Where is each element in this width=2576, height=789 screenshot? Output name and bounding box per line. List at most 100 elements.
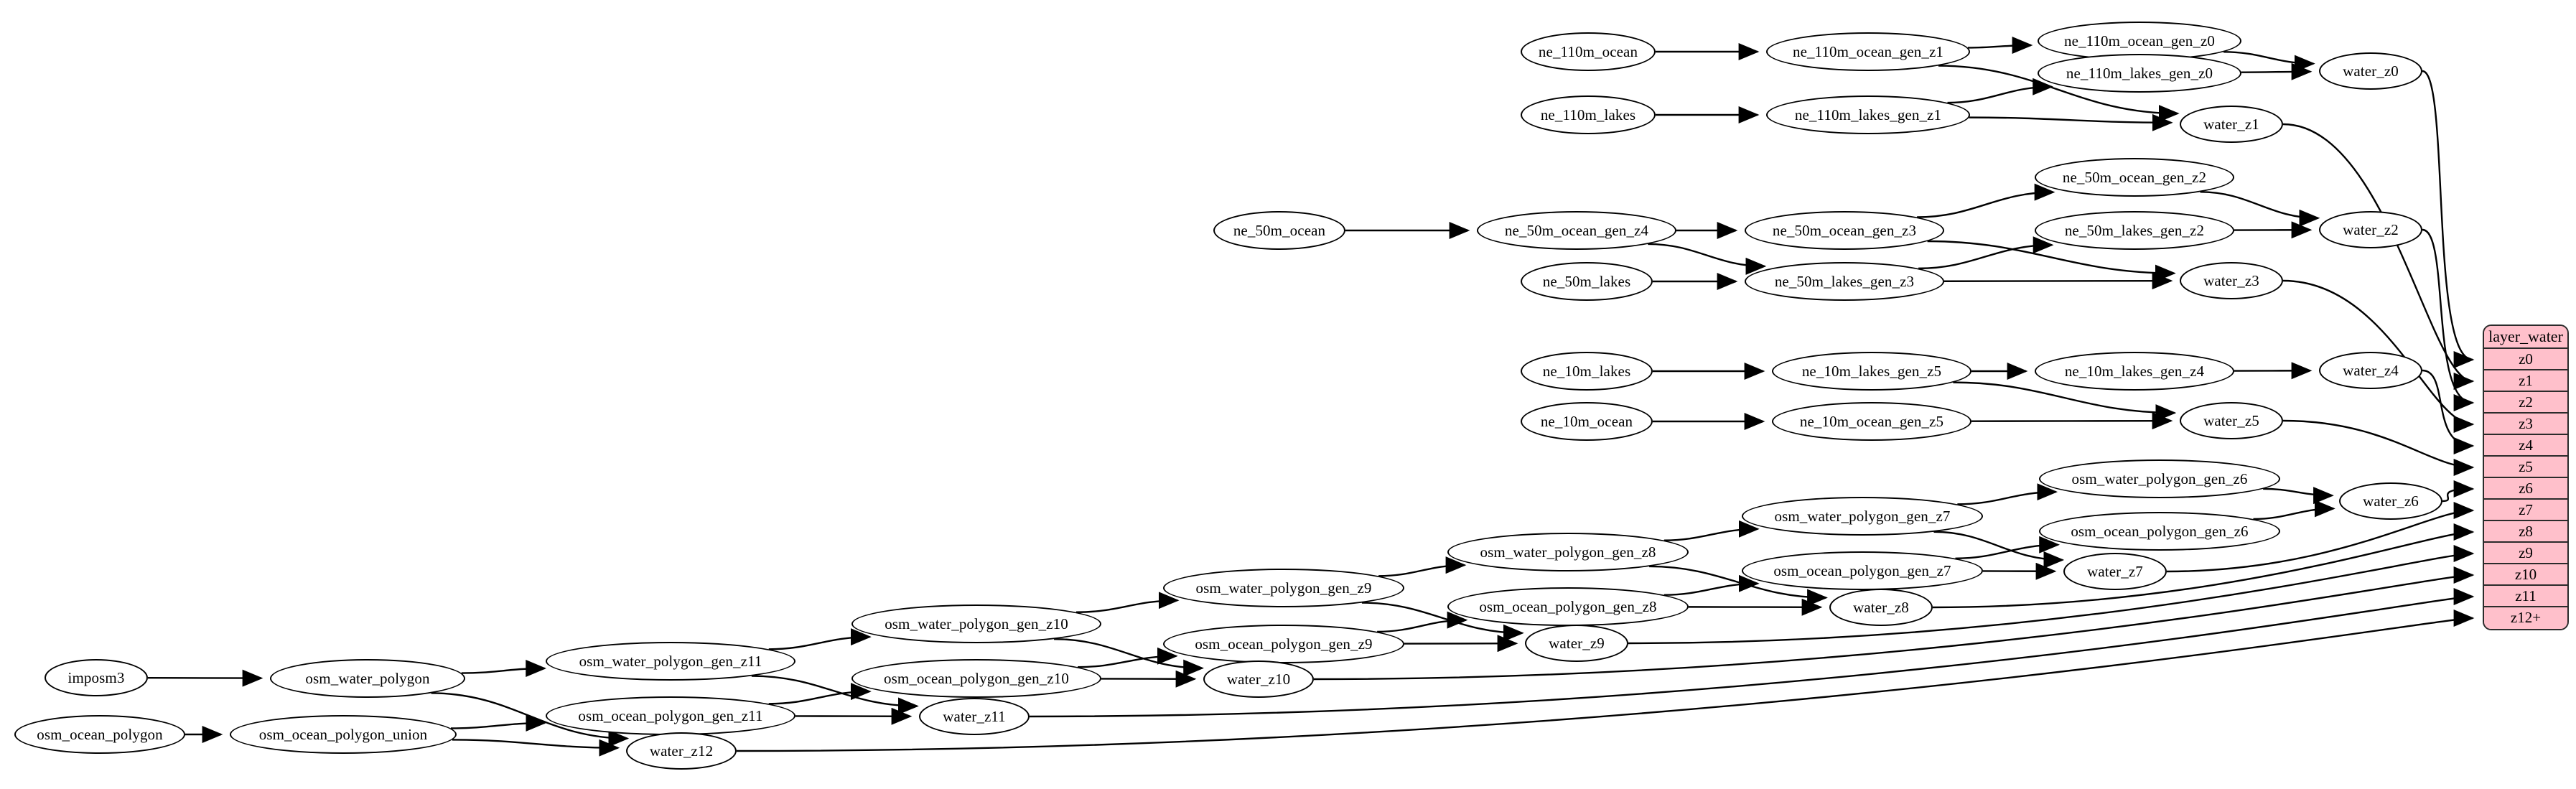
- graph-node-water_z4[interactable]: water_z4: [2319, 352, 2422, 389]
- graph-node-osm_ocean_polygon_gen_z6[interactable]: osm_ocean_polygon_gen_z6: [2039, 512, 2280, 551]
- graph-node-water_z6[interactable]: water_z6: [2339, 482, 2442, 520]
- graph-node-osm_water_polygon_gen_z11[interactable]: osm_water_polygon_gen_z11: [546, 642, 795, 681]
- graph-node-label: ne_110m_ocean: [1538, 42, 1638, 60]
- graph-node-water_z11[interactable]: water_z11: [919, 698, 1030, 735]
- graph-node-label: osm_water_polygon_gen_z10: [885, 615, 1068, 632]
- edge-osm_water_polygon_gen_z7-to-osm_water_polygon_gen_z6: [1957, 483, 2058, 505]
- graph-node-label: ne_10m_ocean_gen_z5: [1799, 412, 1944, 430]
- edge-ne_110m_lakes_gen_z1-to-water_z1: [1969, 113, 2173, 131]
- edge-water_z6-to-layer_water.z6: [2442, 480, 2475, 503]
- edge-osm_water_polygon_gen_z6-to-water_z6: [2263, 487, 2334, 505]
- graph-node-osm_ocean_polygon[interactable]: osm_ocean_polygon: [14, 715, 185, 754]
- edge-osm_ocean_polygon_gen_z8-to-osm_ocean_polygon_gen_z7: [1663, 574, 1760, 596]
- graph-node-label: ne_50m_ocean_gen_z2: [2062, 168, 2207, 186]
- graph-node-ne_10m_lakes[interactable]: ne_10m_lakes: [1521, 352, 1653, 391]
- graph-node-label: water_z2: [2343, 220, 2399, 238]
- graph-node-label: water_z3: [2203, 271, 2259, 289]
- graph-node-water_z0[interactable]: water_z0: [2319, 52, 2422, 90]
- graph-node-ne_110m_lakes_gen_z1[interactable]: ne_110m_lakes_gen_z1: [1766, 95, 1970, 134]
- graph-node-water_z12[interactable]: water_z12: [626, 732, 737, 770]
- record-row-z7[interactable]: z7: [2484, 500, 2567, 521]
- record-row-z0[interactable]: z0: [2484, 349, 2567, 370]
- graph-node-water_z5[interactable]: water_z5: [2180, 402, 2283, 439]
- record-row-z6[interactable]: z6: [2484, 478, 2567, 500]
- graph-node-label: ne_50m_lakes: [1542, 272, 1631, 290]
- graph-node-ne_50m_ocean_gen_z4[interactable]: ne_50m_ocean_gen_z4: [1477, 211, 1676, 250]
- record-title: layer_water: [2484, 326, 2567, 349]
- record-row-z12+[interactable]: z12+: [2484, 607, 2567, 629]
- graph-node-ne_110m_ocean[interactable]: ne_110m_ocean: [1521, 32, 1656, 71]
- record-row-z4[interactable]: z4: [2484, 435, 2567, 457]
- graph-node-label: osm_ocean_polygon_gen_z7: [1773, 561, 1951, 579]
- graph-node-water_z2[interactable]: water_z2: [2319, 211, 2422, 248]
- graph-node-label: water_z8: [1853, 598, 1909, 616]
- graph-node-osm_ocean_polygon_union[interactable]: osm_ocean_polygon_union: [230, 715, 457, 754]
- graph-node-label: water_z5: [2203, 411, 2259, 429]
- edge-ne_110m_lakes_gen_z1-to-ne_110m_lakes_gen_z0: [1947, 78, 2054, 104]
- record-row-z5[interactable]: z5: [2484, 457, 2567, 478]
- edge-osm_water_polygon_gen_z11-to-osm_water_polygon_gen_z10: [768, 628, 872, 650]
- graph-node-water_z8[interactable]: water_z8: [1829, 589, 1933, 626]
- graph-node-osm_ocean_polygon_gen_z9[interactable]: osm_ocean_polygon_gen_z9: [1163, 625, 1404, 663]
- graph-node-ne_50m_lakes_gen_z3[interactable]: ne_50m_lakes_gen_z3: [1745, 262, 1944, 301]
- graph-node-water_z7[interactable]: water_z7: [2063, 553, 2167, 590]
- graph-node-label: osm_ocean_polygon_gen_z9: [1195, 635, 1373, 653]
- graph-node-ne_110m_lakes[interactable]: ne_110m_lakes: [1521, 95, 1656, 134]
- edge-osm_water_polygon_gen_z10-to-osm_water_polygon_gen_z9: [1076, 592, 1180, 613]
- graph-node-label: water_z0: [2343, 62, 2399, 80]
- record-row-z3[interactable]: z3: [2484, 414, 2567, 435]
- graph-node-ne_10m_ocean_gen_z5[interactable]: ne_10m_ocean_gen_z5: [1772, 402, 1971, 441]
- graph-node-label: osm_ocean_polygon_union: [258, 725, 428, 743]
- record-row-z8[interactable]: z8: [2484, 521, 2567, 543]
- edge-water_z5-to-layer_water.z5: [2282, 419, 2475, 476]
- graph-node-label: ne_110m_lakes_gen_z0: [2066, 64, 2213, 82]
- graph-node-label: ne_10m_lakes_gen_z5: [1801, 362, 1942, 380]
- graph-node-osm_water_polygon_gen_z10[interactable]: osm_water_polygon_gen_z10: [851, 604, 1101, 643]
- edge-osm_ocean_polygon_union-to-water_z12: [452, 739, 620, 757]
- graph-node-ne_50m_ocean[interactable]: ne_50m_ocean: [1213, 211, 1345, 250]
- record-row-z2[interactable]: z2: [2484, 392, 2567, 414]
- graph-node-label: osm_ocean_polygon: [37, 725, 163, 743]
- graph-node-label: osm_water_polygon: [305, 669, 430, 687]
- edge-water_z2-to-layer_water.z2: [2422, 228, 2475, 411]
- graph-node-ne_50m_ocean_gen_z3[interactable]: ne_50m_ocean_gen_z3: [1745, 211, 1944, 250]
- graph-node-water_z3[interactable]: water_z3: [2180, 262, 2283, 299]
- graph-node-label: osm_water_polygon_gen_z7: [1774, 507, 1951, 525]
- graph-node-osm_ocean_polygon_gen_z11[interactable]: osm_ocean_polygon_gen_z11: [546, 696, 795, 735]
- graph-node-osm_water_polygon_gen_z6[interactable]: osm_water_polygon_gen_z6: [2039, 459, 2280, 498]
- graph-node-label: osm_ocean_polygon_gen_z8: [1479, 597, 1657, 615]
- graph-node-ne_10m_lakes_gen_z4[interactable]: ne_10m_lakes_gen_z4: [2035, 352, 2234, 391]
- graph-node-water_z10[interactable]: water_z10: [1203, 660, 1314, 698]
- record-row-z1[interactable]: z1: [2484, 370, 2567, 392]
- record-row-z10[interactable]: z10: [2484, 564, 2567, 586]
- graph-node-osm_water_polygon_gen_z9[interactable]: osm_water_polygon_gen_z9: [1163, 569, 1404, 607]
- graph-node-osm_water_polygon_gen_z7[interactable]: osm_water_polygon_gen_z7: [1742, 497, 1983, 536]
- graph-node-osm_ocean_polygon_gen_z10[interactable]: osm_ocean_polygon_gen_z10: [851, 659, 1101, 698]
- graph-node-label: ne_50m_ocean_gen_z4: [1504, 221, 1649, 239]
- record-row-z11[interactable]: z11: [2484, 586, 2567, 607]
- edge-water_z0-to-layer_water.z0: [2422, 70, 2475, 368]
- graph-node-osm_ocean_polygon_gen_z8[interactable]: osm_ocean_polygon_gen_z8: [1447, 587, 1689, 626]
- edge-osm_ocean_polygon_gen_z6-to-water_z6: [2253, 500, 2335, 520]
- graph-node-label: water_z9: [1549, 634, 1605, 652]
- graph-node-label: water_z10: [1226, 670, 1291, 688]
- graph-node-ne_110m_ocean_gen_z1[interactable]: ne_110m_ocean_gen_z1: [1766, 32, 1970, 71]
- edge-ne_110m_lakes_gen_z0-to-water_z0: [2241, 62, 2313, 80]
- graph-node-ne_50m_ocean_gen_z2[interactable]: ne_50m_ocean_gen_z2: [2035, 158, 2234, 197]
- graph-node-label: water_z6: [2363, 492, 2419, 510]
- graph-node-ne_110m_lakes_gen_z0[interactable]: ne_110m_lakes_gen_z0: [2038, 54, 2241, 93]
- graph-node-osm_ocean_polygon_gen_z7[interactable]: osm_ocean_polygon_gen_z7: [1742, 551, 1983, 590]
- graph-node-ne_10m_ocean[interactable]: ne_10m_ocean: [1521, 402, 1653, 441]
- graph-node-label: water_z12: [649, 742, 714, 760]
- graph-node-ne_10m_lakes_gen_z5[interactable]: ne_10m_lakes_gen_z5: [1772, 352, 1971, 391]
- graph-node-label: ne_10m_lakes_gen_z4: [2064, 362, 2205, 380]
- graph-node-ne_50m_lakes[interactable]: ne_50m_lakes: [1521, 262, 1653, 301]
- graph-node-osm_water_polygon_gen_z8[interactable]: osm_water_polygon_gen_z8: [1447, 533, 1689, 571]
- graph-node-imposm3[interactable]: imposm3: [45, 659, 148, 696]
- graph-node-ne_50m_lakes_gen_z2[interactable]: ne_50m_lakes_gen_z2: [2035, 211, 2234, 250]
- graph-node-osm_water_polygon[interactable]: osm_water_polygon: [270, 659, 465, 698]
- graph-node-water_z9[interactable]: water_z9: [1525, 625, 1628, 662]
- graph-node-water_z1[interactable]: water_z1: [2180, 106, 2283, 143]
- record-row-z9[interactable]: z9: [2484, 543, 2567, 564]
